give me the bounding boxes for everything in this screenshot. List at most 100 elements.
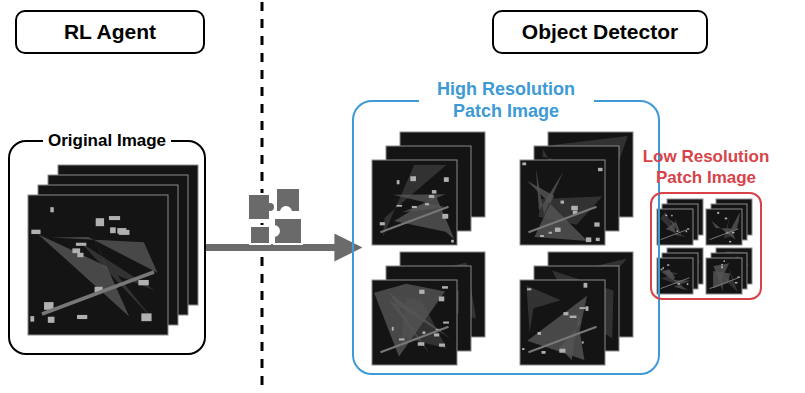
- shore-line: [381, 327, 449, 353]
- building-mark: [665, 215, 667, 217]
- building-mark: [425, 203, 429, 205]
- satellite-image: [520, 280, 605, 365]
- terrain-patch: [713, 263, 729, 291]
- shore-line: [710, 278, 739, 289]
- image-group: Original Image: [8, 140, 206, 355]
- building-mark: [96, 218, 104, 226]
- building-mark: [451, 240, 454, 243]
- group-heading: Original Image: [43, 131, 171, 151]
- building-mark: [422, 331, 425, 333]
- building-mark: [563, 312, 568, 315]
- building-mark: [429, 195, 434, 198]
- building-mark: [729, 241, 731, 243]
- group-heading: Low Resolution Patch Image: [619, 147, 794, 188]
- building-mark: [582, 341, 584, 343]
- building-mark: [571, 206, 578, 210]
- building-mark: [555, 228, 561, 232]
- building-mark: [661, 269, 663, 271]
- box-label: RL Agent: [64, 19, 156, 44]
- terrain-patch: [394, 196, 454, 239]
- building-mark: [109, 216, 120, 220]
- puzzle-piece: [276, 188, 300, 212]
- building-mark: [725, 218, 728, 220]
- role-box: Object Detector: [492, 10, 708, 54]
- terrain-patch: [536, 168, 563, 214]
- puzzle-icon: [248, 188, 302, 244]
- building-mark: [687, 283, 689, 285]
- building-mark: [538, 332, 542, 335]
- building-mark: [527, 288, 531, 290]
- satellite-image: [520, 160, 605, 245]
- building-mark: [598, 168, 603, 171]
- building-mark: [380, 222, 385, 225]
- shore-line: [381, 207, 449, 233]
- image-frame: [372, 160, 457, 245]
- building-mark: [541, 351, 545, 354]
- shore-line: [661, 229, 690, 240]
- building-mark: [584, 283, 588, 288]
- building-mark: [117, 228, 126, 234]
- building-mark: [418, 342, 425, 346]
- building-mark: [671, 215, 673, 217]
- satellite-image: [372, 160, 457, 245]
- building-mark: [432, 190, 437, 193]
- building-mark: [721, 266, 723, 268]
- image-frame: [28, 195, 168, 335]
- building-mark: [594, 222, 599, 226]
- group-heading: High Resolution Patch Image: [419, 79, 594, 122]
- building-mark: [667, 264, 669, 266]
- satellite-image: [372, 280, 457, 365]
- building-mark: [678, 283, 680, 285]
- role-box: RL Agent: [15, 10, 205, 54]
- building-mark: [662, 267, 664, 269]
- building-mark: [419, 290, 424, 294]
- flow-arrow: [206, 244, 340, 251]
- image-frame: [657, 209, 693, 245]
- image-frame: [520, 280, 605, 365]
- building-mark: [442, 286, 448, 289]
- satellite-image: [706, 258, 742, 294]
- puzzle-piece: [248, 194, 275, 220]
- building-mark: [434, 333, 439, 336]
- building-mark: [570, 316, 577, 318]
- image-frame: [706, 258, 742, 294]
- building-mark: [444, 177, 449, 182]
- building-mark: [77, 253, 83, 257]
- terrain-patch: [673, 280, 691, 290]
- image-stacks: [28, 132, 752, 365]
- building-mark: [72, 248, 80, 253]
- building-mark: [443, 322, 449, 324]
- building-mark: [392, 327, 394, 331]
- building-mark: [442, 214, 448, 219]
- building-mark: [410, 176, 416, 181]
- terrain-patch: [661, 269, 675, 280]
- building-mark: [580, 307, 586, 309]
- building-mark: [549, 232, 553, 234]
- terrain-patch: [711, 221, 735, 240]
- building-mark: [721, 264, 723, 266]
- building-mark: [76, 243, 86, 246]
- building-mark: [397, 205, 403, 207]
- building-mark: [48, 317, 55, 323]
- terrain-patch: [374, 284, 445, 357]
- shore-line: [661, 278, 690, 289]
- satellite-image: [657, 209, 693, 245]
- building-mark: [596, 238, 600, 241]
- satellite-image: [28, 195, 168, 335]
- building-mark: [439, 297, 444, 302]
- image-frame: [657, 258, 693, 294]
- puzzle-piece: [250, 226, 270, 244]
- building-mark: [138, 280, 148, 285]
- building-mark: [723, 260, 725, 262]
- building-mark: [717, 212, 719, 214]
- building-mark: [676, 230, 678, 232]
- building-mark: [397, 180, 400, 184]
- shore-line: [42, 272, 154, 314]
- building-mark: [559, 349, 565, 353]
- building-mark: [412, 206, 417, 208]
- building-mark: [735, 282, 738, 284]
- building-mark: [522, 162, 526, 165]
